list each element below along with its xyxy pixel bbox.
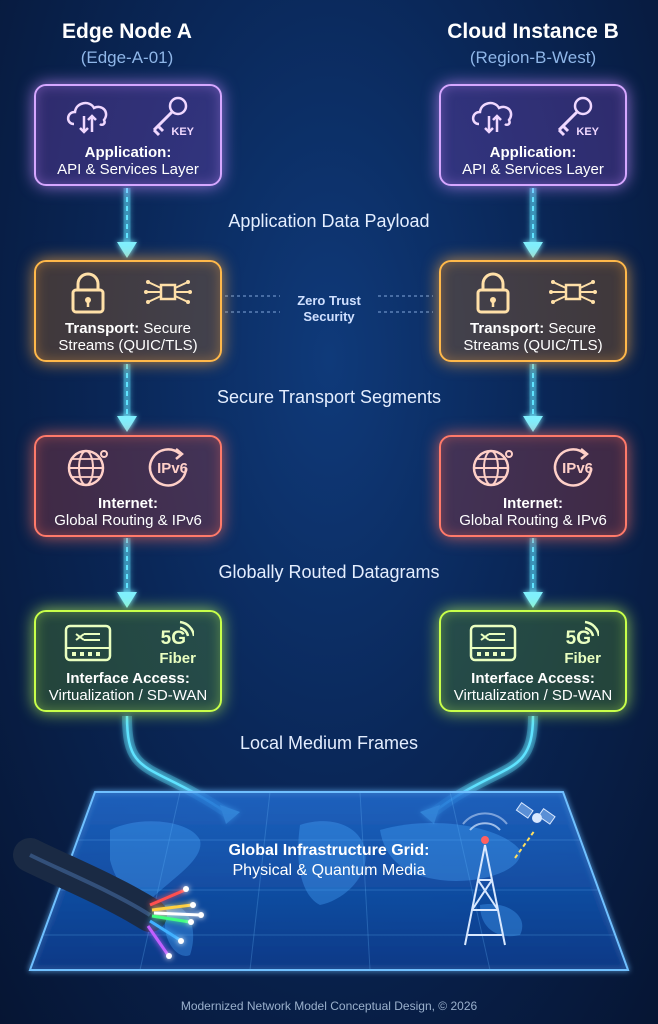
layer-name: Interface Access: xyxy=(66,670,190,687)
infrastructure-subtitle: Physical & Quantum Media xyxy=(232,862,426,879)
layer-name: Transport: xyxy=(65,320,140,337)
flow-label-internet: Globally Routed Datagrams xyxy=(218,562,440,582)
wireless-signal-icon xyxy=(179,620,194,637)
flow-label-access: Local Medium Frames xyxy=(239,733,419,753)
ipv6-badge: IPv6 xyxy=(562,460,593,477)
layer-name: Internet: xyxy=(503,495,563,512)
layer-desc: Virtualization / SD-WAN xyxy=(453,687,613,704)
zero-trust-line-1: Zero Trust xyxy=(297,293,361,308)
infrastructure-title: Global Infrastructure Grid: xyxy=(228,842,430,859)
radio-tower-icon xyxy=(462,812,508,946)
layer-desc: Global Routing & IPv6 xyxy=(459,512,607,529)
lock-icon xyxy=(476,272,510,314)
router-switch-icon xyxy=(64,624,112,662)
node-a-subtitle: (Edge-A-01) xyxy=(80,48,174,67)
satellite-icon xyxy=(515,802,556,825)
ipv6-refresh-icon xyxy=(148,448,188,487)
flow-label-application: Application Data Payload xyxy=(228,211,430,231)
flow-label-transport: Secure Transport Segments xyxy=(216,387,442,407)
layer-name: Internet: xyxy=(98,495,158,512)
key-badge: KEY xyxy=(171,126,194,138)
globe-icon xyxy=(67,449,108,487)
node-b-application-layer: KEY Application:API & Services Layer xyxy=(439,84,627,186)
layer-desc-1: Secure xyxy=(139,320,191,337)
node-b-subtitle: (Region-B-West) xyxy=(469,48,597,67)
layer-desc-2: Streams (QUIC/TLS) xyxy=(58,337,198,354)
ipv6-badge: IPv6 xyxy=(157,460,188,477)
globe-icon xyxy=(472,449,513,487)
zero-trust-line-2: Security xyxy=(303,309,355,324)
layer-name: Application: xyxy=(84,144,172,161)
cloud-sync-icon xyxy=(66,101,108,134)
node-b-title: Cloud Instance B xyxy=(447,20,619,43)
node-a-title: Edge Node A xyxy=(62,20,192,43)
ipv6-refresh-icon xyxy=(553,448,593,487)
layer-desc-2: Streams (QUIC/TLS) xyxy=(463,337,603,354)
5g-badge: 5G xyxy=(160,628,186,649)
layer-desc: API & Services Layer xyxy=(462,161,604,178)
footer-credit: Modernized Network Model Conceptual Desi… xyxy=(180,999,478,1013)
infrastructure-platform xyxy=(28,791,630,971)
key-icon xyxy=(152,96,188,137)
layer-name: Transport: xyxy=(470,320,545,337)
key-badge: KEY xyxy=(576,126,599,138)
router-switch-icon xyxy=(469,624,517,662)
node-a-access-layer: 5G Fiber Interface Access:Virtualization… xyxy=(34,610,222,712)
node-b-internet-layer: IPv6 Internet:Global Routing & IPv6 xyxy=(439,435,627,537)
node-a-application-layer: KEY Application:API & Services Layer xyxy=(34,84,222,186)
wireless-signal-icon xyxy=(584,620,599,637)
layer-desc-1: Secure xyxy=(544,320,596,337)
layer-desc: API & Services Layer xyxy=(57,161,199,178)
layer-desc: Virtualization / SD-WAN xyxy=(48,687,208,704)
key-icon xyxy=(557,96,593,137)
circuit-chip-icon xyxy=(144,280,192,304)
lock-icon xyxy=(71,272,105,314)
fiber-badge: Fiber xyxy=(564,650,601,667)
5g-badge: 5G xyxy=(565,628,591,649)
node-a-internet-layer: IPv6 Internet:Global Routing & IPv6 xyxy=(34,435,222,537)
node-b-access-layer: 5G Fiber Interface Access:Virtualization… xyxy=(439,610,627,712)
circuit-chip-icon xyxy=(549,280,597,304)
cloud-sync-icon xyxy=(471,101,513,134)
fiber-badge: Fiber xyxy=(159,650,196,667)
layer-name: Interface Access: xyxy=(471,670,595,687)
layer-desc: Global Routing & IPv6 xyxy=(54,512,202,529)
fiber-cable-icon xyxy=(13,838,204,959)
zero-trust-label: Zero Trust Security xyxy=(279,293,379,325)
layer-name: Application: xyxy=(489,144,577,161)
